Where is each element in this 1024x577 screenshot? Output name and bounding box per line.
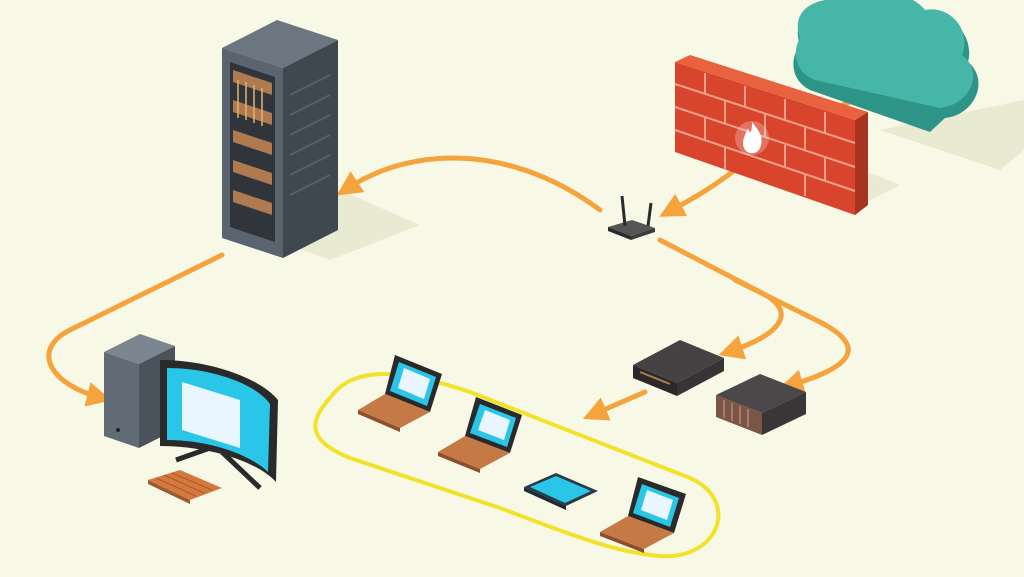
laptop-icon[interactable] — [358, 355, 442, 432]
wifi-router-icon[interactable] — [608, 195, 655, 240]
keyboard-icon — [148, 470, 222, 500]
laptop-icon[interactable] — [600, 477, 686, 553]
flame-icon — [743, 122, 762, 154]
link-router-rack — [336, 155, 603, 213]
tablet-icon[interactable] — [524, 473, 598, 510]
pc-tower-icon — [104, 334, 175, 364]
connections — [46, 97, 858, 421]
link-rack-desktop — [46, 252, 225, 407]
desktop-computer-icon[interactable] — [104, 334, 278, 504]
link-router-serverbox — [732, 277, 851, 394]
network-switch-icon[interactable] — [633, 340, 724, 396]
server-box-icon[interactable] — [716, 374, 806, 435]
server-rack-icon[interactable] — [222, 20, 338, 258]
link-switch-group — [582, 389, 648, 421]
brick-firewall-icon[interactable] — [674, 55, 868, 215]
cloud-icon[interactable] — [793, 0, 979, 132]
link-firewall-router — [659, 167, 738, 217]
laptop-icon[interactable] — [438, 397, 522, 473]
